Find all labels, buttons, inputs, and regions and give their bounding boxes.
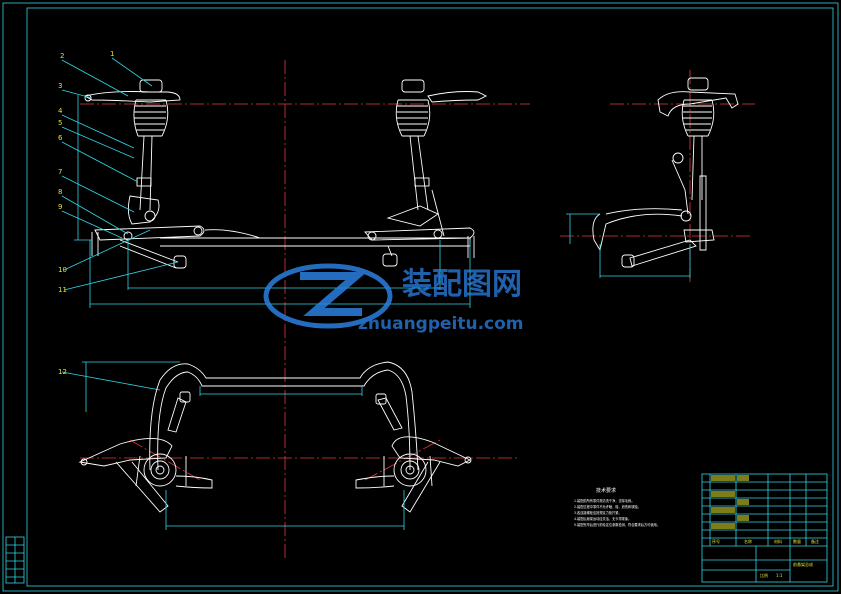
front-dimensions xyxy=(74,95,471,308)
margin-strip xyxy=(5,536,25,584)
col-remark: 备注 xyxy=(811,538,819,544)
watermark-cn: 装配图网 xyxy=(402,267,522,302)
callout-9: 9 xyxy=(58,203,62,211)
callout-12: 12 xyxy=(58,368,67,376)
callout-labels: 1 2 3 4 5 6 7 8 9 10 11 12 xyxy=(58,50,114,376)
title-block: 序号 名称 材料 数量 备注 前悬架总成 比例 1:1 xyxy=(701,473,828,583)
tech-line-2: 2.装配过程中零件不允许磕、碰、划伤和锈蚀。 xyxy=(574,504,641,509)
tech-line-5: 5.装配完毕后进行前轮定位参数检测，符合要求后方可使用。 xyxy=(574,522,660,527)
leader-lines xyxy=(61,57,179,391)
drawing-name: 前悬架总成 xyxy=(793,561,813,567)
callout-10: 10 xyxy=(58,266,67,274)
callout-1: 1 xyxy=(110,50,114,58)
callout-5: 5 xyxy=(58,119,62,127)
callout-6: 6 xyxy=(58,134,63,142)
tech-title: 技术要求 xyxy=(596,487,616,494)
watermark: 装配图网 zhuangpeitu.com xyxy=(263,263,524,334)
watermark-url: zhuangpeitu.com xyxy=(358,314,524,334)
tech-line-1: 1.装配前所有零件需清洗干净，去除毛刺。 xyxy=(574,498,634,503)
centerlines xyxy=(80,60,755,560)
callout-8: 8 xyxy=(58,188,62,196)
technical-requirements: 技术要求 1.装配前所有零件需清洗干净，去除毛刺。 2.装配过程中零件不允许磕、… xyxy=(574,487,660,527)
scale-label: 比例 xyxy=(760,572,768,578)
top-view xyxy=(78,361,472,530)
tech-line-3: 3.各连接螺栓应按规定力矩拧紧。 xyxy=(574,510,622,515)
col-material: 材料 xyxy=(774,538,782,544)
col-no: 序号 xyxy=(712,538,720,544)
front-view xyxy=(83,79,488,269)
callout-2: 2 xyxy=(60,52,64,60)
side-view xyxy=(566,77,739,278)
inner-frame xyxy=(26,7,834,587)
col-name: 名称 xyxy=(744,538,752,544)
callout-4: 4 xyxy=(58,107,63,115)
tech-line-4: 4.装配后悬架运动应灵活，无卡滞现象。 xyxy=(574,516,631,521)
scale-value: 1:1 xyxy=(776,573,783,578)
callout-7: 7 xyxy=(58,168,62,176)
col-qty: 数量 xyxy=(793,538,801,544)
callout-11: 11 xyxy=(58,286,67,294)
callout-3: 3 xyxy=(58,82,62,90)
